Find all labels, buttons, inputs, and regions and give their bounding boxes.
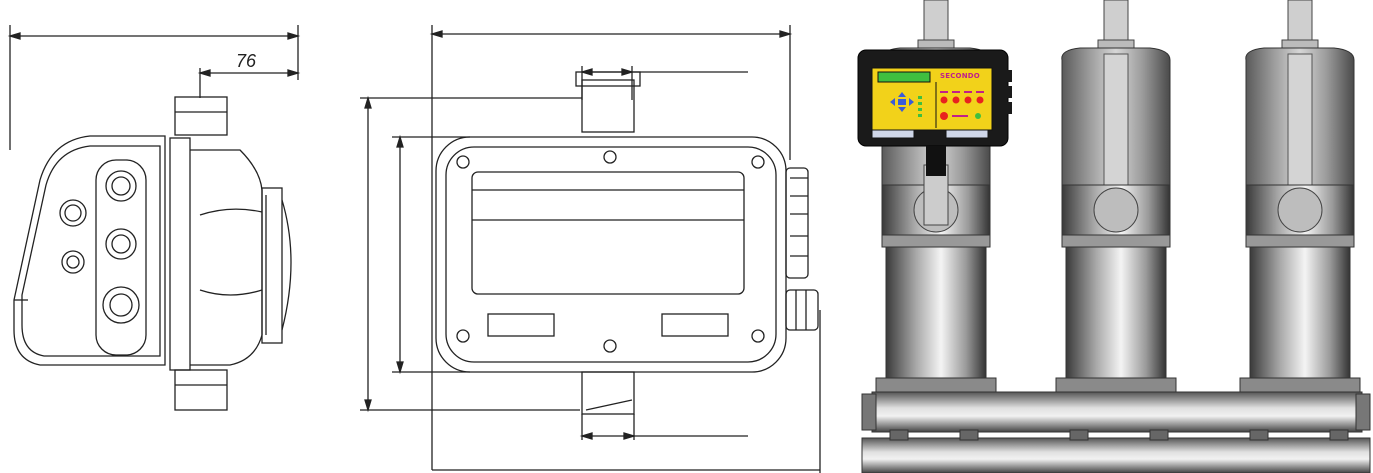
pump-3 bbox=[1239, 0, 1361, 395]
pump-2 bbox=[1055, 0, 1177, 395]
side-view-drawing bbox=[7, 25, 301, 411]
dimension-76-label: 76 bbox=[236, 51, 257, 71]
controller-keypad bbox=[890, 92, 914, 112]
controller-unit bbox=[857, 49, 1012, 176]
front-view-drawing bbox=[360, 25, 821, 473]
controller-status-leds bbox=[940, 91, 984, 120]
pump-group bbox=[857, 0, 1371, 473]
controller-screen bbox=[877, 71, 931, 83]
upper-manifold bbox=[871, 391, 1363, 433]
controller-display-text: SECONDO bbox=[940, 72, 980, 80]
lower-manifold bbox=[861, 437, 1371, 473]
